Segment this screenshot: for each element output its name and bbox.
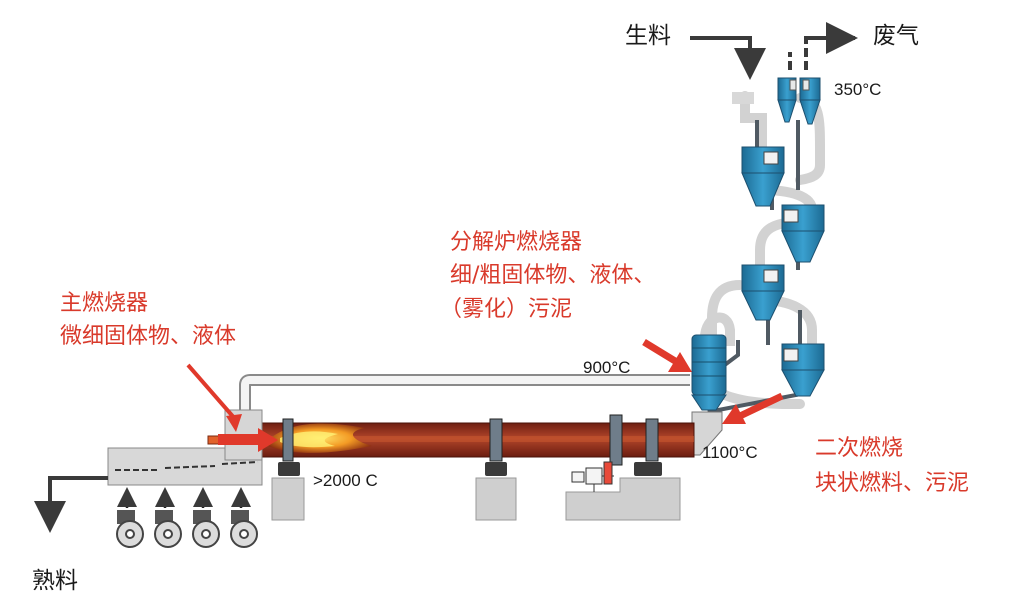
temp-calciner-label: 900°C: [583, 358, 631, 377]
flame: [268, 423, 372, 453]
temp-top-label: 350°C: [834, 80, 882, 99]
calciner-burner-title: 分解炉燃烧器: [450, 230, 583, 255]
calciner-burner-fuel-line1: 细/粗固体物、液体、: [450, 263, 656, 288]
cyclone-stage-5: [781, 343, 825, 397]
temp-flame-label: >2000 C: [313, 471, 378, 490]
calciner-burner-pointer-arrow: [642, 339, 692, 372]
secondary-firing-title: 二次燃烧: [815, 436, 904, 461]
calciner: [691, 312, 735, 411]
temp-kiln-inlet-label: 1100°C: [702, 443, 758, 462]
clinker-cooler: [107, 447, 263, 486]
main-burner-title: 主燃烧器: [60, 291, 149, 316]
cooler-air-arrows: [117, 487, 251, 508]
cyclone-stage-4: [741, 264, 785, 321]
main-burner-pointer-arrow: [186, 363, 278, 452]
cyclone-top-left: [777, 77, 797, 123]
tertiary-air-duct: [239, 374, 690, 410]
kiln-tyre-3: [609, 414, 659, 466]
clinker-outlet-arrow: [34, 476, 108, 533]
main-burner-fuel: 微细固体物、液体: [60, 324, 237, 349]
kiln-tyre-1: [282, 418, 294, 462]
kiln-tyre-2: [489, 418, 503, 462]
riser-duct: [732, 92, 754, 104]
cyclone-top-right: [799, 77, 821, 125]
cyclone-stage-3: [781, 204, 825, 263]
cyclone-stage-2: [741, 146, 785, 207]
raw-meal-label: 生料: [625, 23, 671, 49]
cooler-fans: [116, 510, 258, 548]
clinker-label: 熟料: [32, 568, 78, 594]
secondary-firing-fuel: 块状燃料、污泥: [815, 471, 970, 496]
calciner-burner-fuel-line2: （雾化）污泥: [440, 297, 573, 322]
exhaust-gas-label: 废气: [873, 23, 919, 49]
exhaust-gas-arrow: [788, 22, 858, 70]
secondary-firing-pointer-arrow: [722, 392, 784, 424]
kiln-drive: [571, 461, 614, 492]
raw-meal-feed-arrow: [690, 36, 766, 80]
kiln-piers: [271, 477, 681, 521]
support-rollers: [278, 462, 662, 476]
